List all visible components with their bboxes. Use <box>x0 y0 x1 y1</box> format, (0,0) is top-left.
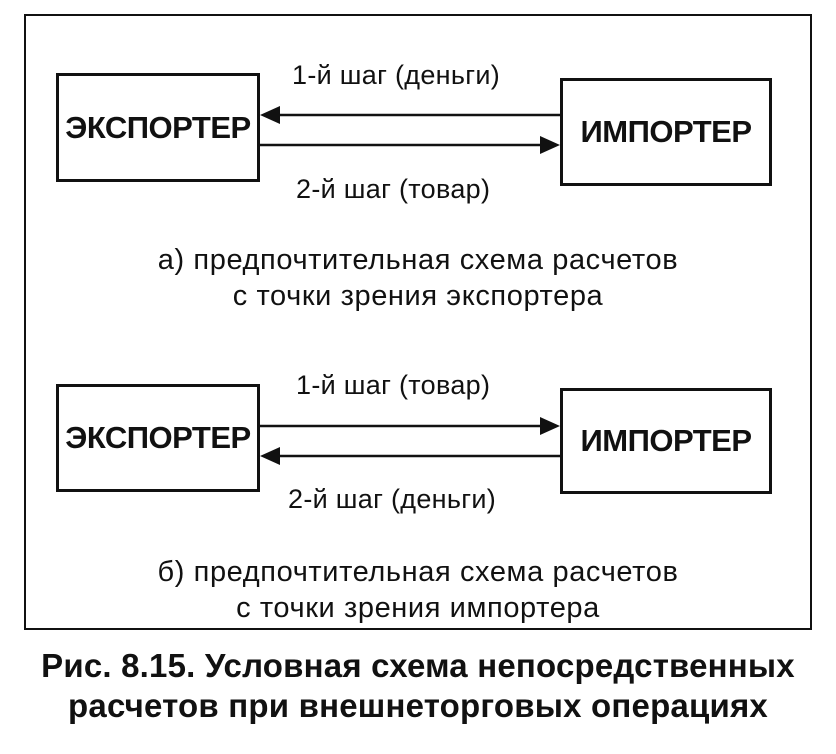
caption-b: б) предпочтительная схема расчетов с точ… <box>24 554 812 626</box>
figure-title: Рис. 8.15. Условная схема непосредственн… <box>0 646 836 726</box>
caption-b-line1: б) предпочтительная схема расчетов <box>157 556 679 588</box>
caption-a-line1: а) предпочтительная схема расчетов <box>157 244 679 276</box>
caption-a-line2: с точки зрения экспортера <box>232 280 604 312</box>
arrow-a-step1-left <box>260 106 560 124</box>
figure-title-line1: Рис. 8.15. Условная схема непосредственн… <box>41 647 795 684</box>
caption-b-line2: с точки зрения импортера <box>236 592 600 624</box>
caption-a: а) предпочтительная схема расчетов с точ… <box>24 242 812 314</box>
exporter-box-b: ЭКСПОРТЕР <box>56 384 260 492</box>
arrow-b-step2-left <box>260 447 560 465</box>
exporter-box-a: ЭКСПОРТЕР <box>56 73 260 182</box>
arrow-a-step2-right <box>260 136 560 154</box>
figure-title-line2: расчетов при внешнеторговых операциях <box>68 687 768 724</box>
step2-label-a: 2-й шаг (товар) <box>296 174 491 204</box>
importer-box-b: ИМПОРТЕР <box>560 388 772 494</box>
diagram-frame <box>24 14 812 630</box>
step1-label-b: 1-й шаг (товар) <box>296 370 491 400</box>
step1-label-a: 1-й шаг (деньги) <box>292 60 501 90</box>
step2-label-b: 2-й шаг (деньги) <box>288 484 497 514</box>
importer-box-a: ИМПОРТЕР <box>560 78 772 186</box>
arrow-b-step1-right <box>260 417 560 435</box>
